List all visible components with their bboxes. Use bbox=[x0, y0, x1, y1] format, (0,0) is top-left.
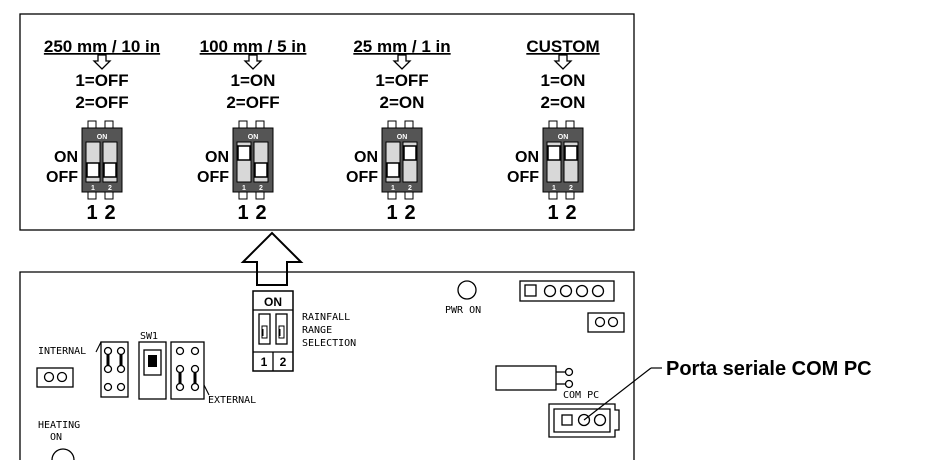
sw1-label: SW1 bbox=[140, 331, 158, 342]
dip-on-mark: ON bbox=[558, 134, 569, 141]
heating-led-icon bbox=[51, 448, 75, 460]
off-label: OFF bbox=[197, 169, 229, 186]
down-arrow-icon bbox=[553, 54, 573, 70]
dip-index-2: 2 bbox=[259, 185, 263, 192]
switch-number-2: 2 bbox=[255, 202, 266, 224]
option-header: CUSTOM bbox=[526, 37, 599, 56]
power-led-icon bbox=[457, 280, 477, 300]
selection-label: SELECTION bbox=[302, 338, 356, 349]
dip-lever-1 bbox=[386, 162, 400, 178]
dip-number-1: 1 bbox=[261, 355, 268, 369]
dip-lever-1 bbox=[547, 145, 561, 161]
callout-leader-line bbox=[583, 367, 652, 421]
down-arrow-icon bbox=[92, 54, 112, 70]
off-label: OFF bbox=[46, 169, 78, 186]
dip-lever-2 bbox=[403, 145, 417, 161]
dip-lever-2 bbox=[254, 162, 268, 178]
switch-number-1: 1 bbox=[386, 202, 397, 224]
option-header: 250 mm / 10 in bbox=[44, 37, 160, 56]
dip-lever-1 bbox=[237, 145, 251, 161]
on-label: ON bbox=[515, 149, 539, 166]
option-custom: CUSTOM 1=ON 2=ON bbox=[526, 37, 599, 112]
left-two-pin-header bbox=[36, 367, 74, 388]
down-arrow-icon bbox=[243, 54, 263, 70]
option-header: 25 mm / 1 in bbox=[353, 37, 450, 56]
external-label: EXTERNAL bbox=[208, 395, 256, 406]
switch1-setting: 1=OFF bbox=[75, 71, 128, 90]
pwr-on-label: PWR ON bbox=[445, 305, 481, 316]
dip-lever-2 bbox=[103, 162, 117, 178]
off-label: OFF bbox=[346, 169, 378, 186]
circuit-board-outline bbox=[19, 271, 635, 460]
range-label: RANGE bbox=[302, 325, 332, 336]
internal-label: INTERNAL bbox=[38, 346, 86, 357]
down-arrow-icon bbox=[392, 54, 412, 70]
switch2-setting: 2=OFF bbox=[226, 93, 279, 112]
two-pin-header bbox=[587, 312, 625, 333]
dip-index-1: 1 bbox=[391, 185, 395, 192]
sw1-slide-switch bbox=[138, 341, 167, 400]
on-label: ON bbox=[354, 149, 378, 166]
switch-number-1: 1 bbox=[547, 202, 558, 224]
five-pin-header bbox=[519, 280, 615, 302]
dip-index-2: 2 bbox=[408, 185, 412, 192]
switch-number-2: 2 bbox=[565, 202, 576, 224]
switch2-setting: 2=ON bbox=[541, 93, 586, 112]
on-label: ON bbox=[54, 149, 78, 166]
rainfall-label: RAINFALL bbox=[302, 312, 350, 323]
switch-number-1: 1 bbox=[86, 202, 97, 224]
switch-number-2: 2 bbox=[404, 202, 415, 224]
com-pc-label: COM PC bbox=[563, 390, 599, 401]
option-25mm: 25 mm / 1 in 1=OFF 2=ON bbox=[353, 37, 450, 112]
dip-on-mark: ON bbox=[97, 134, 108, 141]
dip-index-1: 1 bbox=[91, 185, 95, 192]
switch2-setting: 2=OFF bbox=[75, 93, 128, 112]
rainfall-dip-switch: ON 1 2 bbox=[252, 290, 294, 372]
option-100mm: 100 mm / 5 in 1=ON 2=OFF bbox=[200, 37, 307, 112]
internal-jumper-block bbox=[100, 341, 129, 398]
dip-lever-1 bbox=[86, 162, 100, 178]
switch1-setting: 1=OFF bbox=[375, 71, 428, 90]
settings-panel bbox=[19, 13, 635, 231]
option-250mm: 250 mm / 10 in 1=OFF 2=OFF bbox=[44, 37, 160, 112]
com-pc-connector bbox=[548, 403, 620, 438]
switch2-setting: 2=ON bbox=[380, 93, 425, 112]
dip-index-2: 2 bbox=[569, 185, 573, 192]
sensor-component bbox=[495, 365, 574, 391]
switch1-setting: 1=ON bbox=[541, 71, 586, 90]
on-label: ON bbox=[205, 149, 229, 166]
dip-index-1: 1 bbox=[552, 185, 556, 192]
dip-lever-2 bbox=[564, 145, 578, 161]
dip-on-label: ON bbox=[264, 295, 282, 309]
dip-index-1: 1 bbox=[242, 185, 246, 192]
com-port-callout: Porta seriale COM PC bbox=[666, 358, 872, 380]
dip-on-mark: ON bbox=[397, 134, 408, 141]
dip-index-2: 2 bbox=[108, 185, 112, 192]
heating-on-label: ON bbox=[50, 432, 62, 443]
option-header: 100 mm / 5 in bbox=[200, 37, 307, 56]
off-label: OFF bbox=[507, 169, 539, 186]
dip-number-2: 2 bbox=[280, 355, 287, 369]
switch-number-2: 2 bbox=[104, 202, 115, 224]
switch-number-1: 1 bbox=[237, 202, 248, 224]
external-jumper-block bbox=[170, 341, 205, 400]
switch1-setting: 1=ON bbox=[231, 71, 276, 90]
heating-label: HEATING bbox=[38, 420, 80, 431]
dip-on-mark: ON bbox=[248, 134, 259, 141]
up-arrow-icon bbox=[240, 231, 304, 286]
